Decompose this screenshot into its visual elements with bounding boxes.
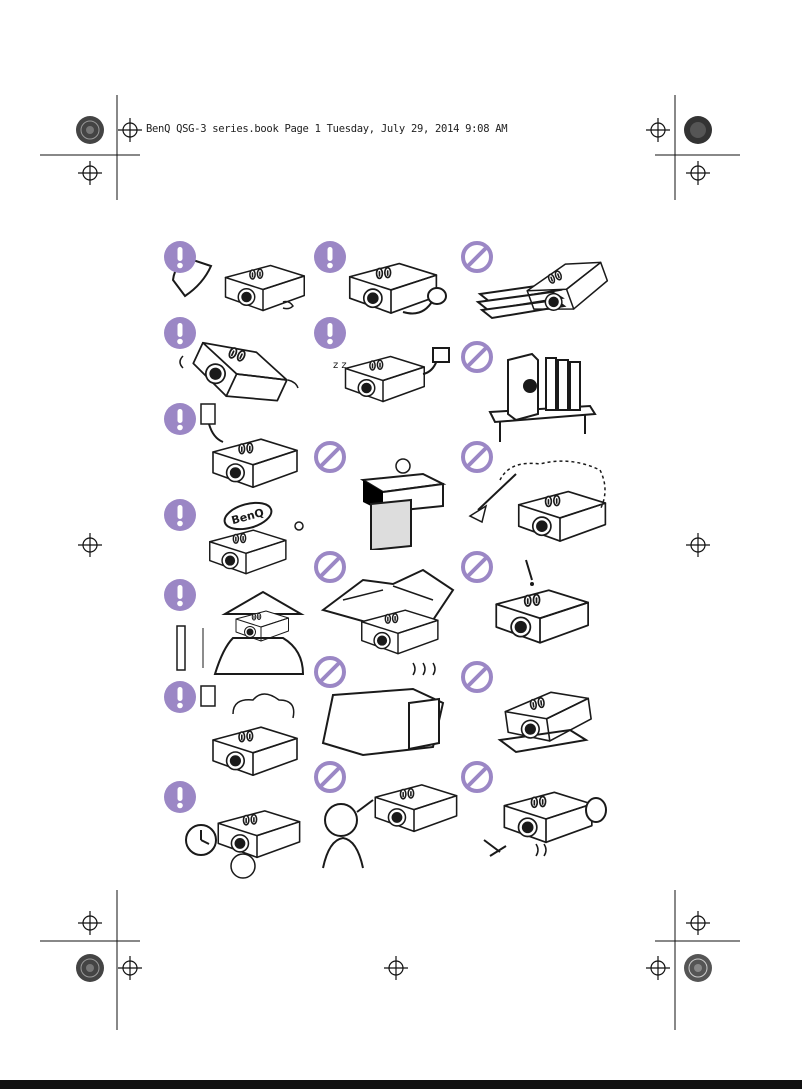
panel-altitude	[163, 578, 313, 678]
prohibited-icon	[460, 240, 494, 274]
mandatory-icon	[313, 240, 347, 274]
mandatory-icon	[163, 316, 197, 350]
prohibited-icon	[313, 440, 347, 474]
panel-liquid	[460, 550, 610, 650]
panel-tilted	[163, 316, 313, 406]
projector-illustration	[185, 810, 301, 879]
prohibited-icon	[460, 550, 494, 584]
prohibited-icon	[313, 760, 347, 794]
panel-hot-fan	[460, 760, 610, 870]
panel-cable	[313, 240, 453, 320]
projector-illustration	[200, 403, 298, 489]
panel-under-cloth	[313, 655, 463, 760]
mandatory-icon	[163, 498, 197, 532]
projector-illustration	[468, 460, 607, 542]
mandatory-icon	[163, 680, 197, 714]
projector-illustration	[321, 662, 445, 757]
projector-illustration	[348, 262, 447, 315]
page-bottom-bar	[0, 1080, 802, 1089]
panel-plug	[163, 402, 313, 492]
file-header: BenQ QSG-3 series.book Page 1 Tuesday, J…	[146, 123, 508, 135]
projector-illustration	[497, 686, 595, 754]
panel-clothes	[313, 550, 463, 660]
panel-dust	[460, 440, 620, 550]
prohibited-icon	[460, 440, 494, 474]
mandatory-icon	[163, 578, 197, 612]
projector-illustration	[488, 352, 597, 442]
prohibited-icon	[460, 340, 494, 374]
target-mark	[118, 118, 142, 142]
mandatory-icon	[163, 240, 197, 274]
mandatory-icon	[163, 402, 197, 436]
projector-illustration	[359, 458, 447, 550]
panel-benq-cap: BenQ	[163, 498, 313, 578]
mandatory-icon	[163, 780, 197, 814]
prohibited-icon	[313, 655, 347, 689]
projector-illustration	[495, 559, 590, 644]
panel-on-base	[460, 660, 610, 760]
panel-staring	[313, 760, 463, 870]
panel-sleeping: z z	[313, 316, 463, 406]
panel-smoke	[163, 680, 313, 780]
projector-illustration	[200, 685, 298, 777]
panel-stacked-books	[460, 240, 610, 325]
panel-pillow	[163, 240, 308, 320]
prohibited-icon	[460, 660, 494, 694]
projector-illustration	[320, 568, 455, 655]
projector-illustration	[475, 251, 610, 323]
projector-illustration: BenQ	[209, 501, 304, 575]
panel-box	[313, 440, 463, 550]
svg-text:z z: z z	[333, 360, 347, 371]
projector-illustration	[179, 329, 299, 406]
prohibited-icon	[460, 760, 494, 794]
panel-clock	[163, 780, 313, 880]
projector-illustration: z z	[333, 347, 450, 403]
projector-illustration	[322, 784, 458, 869]
projector-illustration	[483, 791, 607, 857]
mandatory-icon	[313, 316, 347, 350]
panel-shelf	[460, 340, 600, 445]
projector-illustration	[176, 590, 305, 675]
prohibited-icon	[313, 550, 347, 584]
